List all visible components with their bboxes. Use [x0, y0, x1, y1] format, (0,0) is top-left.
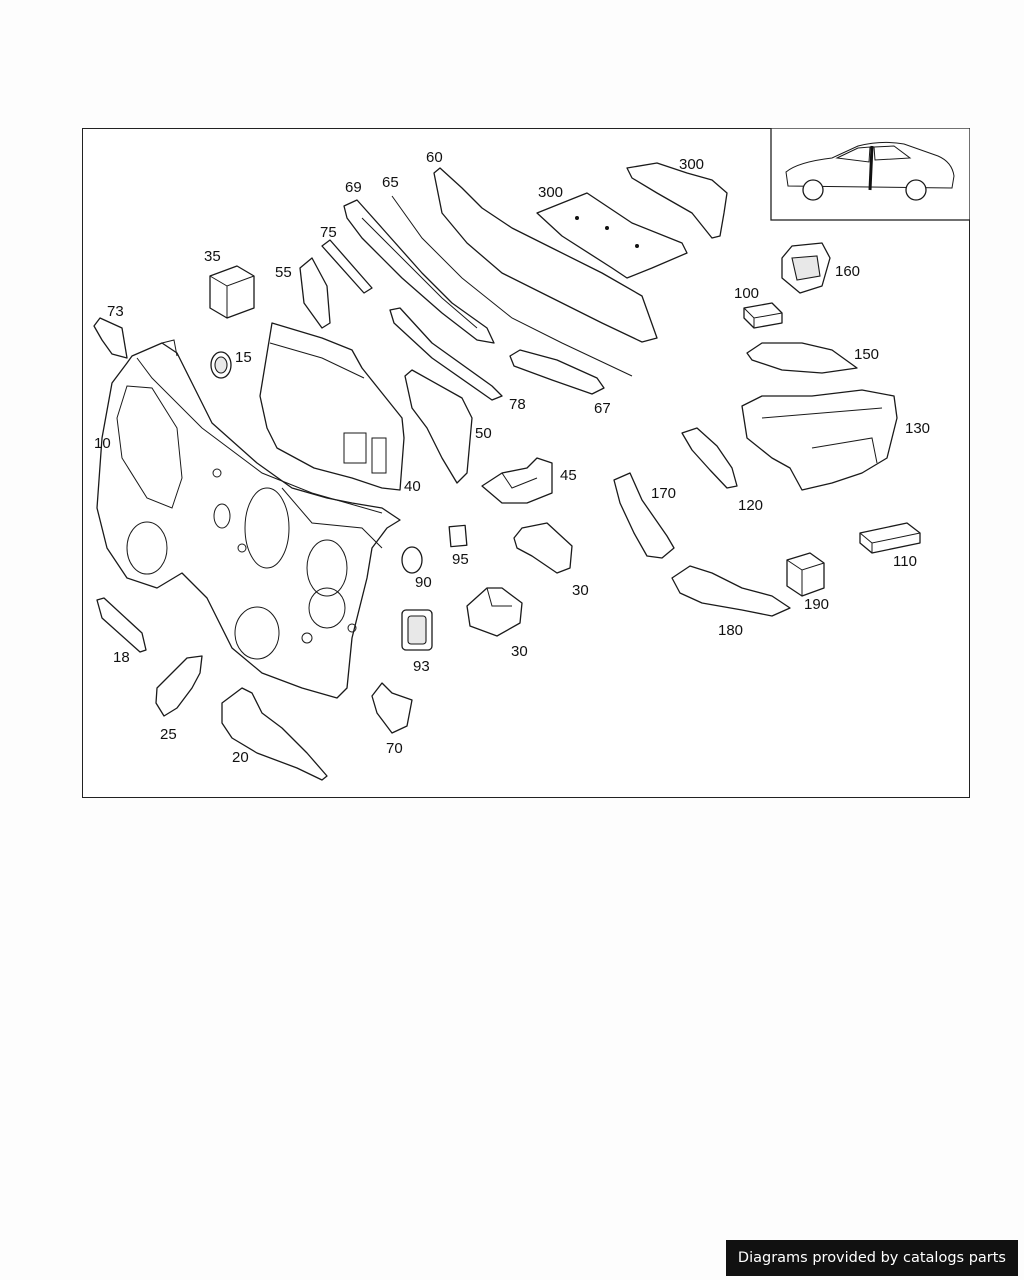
parts-diagram: 10 15 18 20 25 30 30 35 40 45 50 55 60 6…	[93, 128, 970, 781]
callout-45: 45	[560, 467, 577, 484]
callout-35: 35	[204, 248, 221, 265]
part-95-pad[interactable]	[448, 524, 468, 548]
part-73-insulator[interactable]	[93, 317, 128, 359]
callout-20: 20	[232, 749, 249, 766]
part-120-insulator[interactable]	[681, 427, 738, 489]
callout-300-right: 300	[679, 156, 704, 173]
callout-130: 130	[905, 420, 930, 437]
part-300-mat-left[interactable]	[536, 192, 688, 279]
part-30-block-lower[interactable]	[466, 587, 523, 637]
part-90-plug[interactable]	[401, 546, 423, 574]
callout-95: 95	[452, 551, 469, 568]
callout-65: 65	[382, 174, 399, 191]
part-110-block[interactable]	[859, 522, 921, 554]
part-10-dash-panel[interactable]	[96, 339, 401, 699]
part-130-insulator[interactable]	[741, 389, 898, 491]
part-30-block-upper[interactable]	[513, 522, 573, 574]
callout-170: 170	[651, 485, 676, 502]
callout-10: 10	[94, 435, 111, 452]
callout-30-lower: 30	[511, 643, 528, 660]
part-18-pad[interactable]	[96, 597, 147, 653]
callout-15: 15	[235, 349, 252, 366]
callout-75: 75	[320, 224, 337, 241]
callout-60: 60	[426, 149, 443, 166]
callout-69: 69	[345, 179, 362, 196]
callout-110: 110	[893, 553, 917, 570]
part-65-seal[interactable]	[391, 195, 633, 377]
callout-150: 150	[854, 346, 879, 363]
part-190-block[interactable]	[786, 552, 825, 597]
callout-93: 93	[413, 658, 430, 675]
part-75-strip[interactable]	[321, 239, 373, 294]
callout-100: 100	[734, 285, 759, 302]
callout-78: 78	[509, 396, 526, 413]
part-180-insulator[interactable]	[671, 565, 791, 617]
part-55-pad[interactable]	[299, 257, 331, 329]
callout-300-left: 300	[538, 184, 563, 201]
part-45-block[interactable]	[481, 457, 553, 504]
part-93-grommet[interactable]	[401, 609, 433, 651]
part-60-cover[interactable]	[433, 167, 658, 343]
part-50-bracket[interactable]	[404, 369, 473, 484]
part-150-insulator[interactable]	[746, 342, 858, 374]
part-160-bracket[interactable]	[781, 242, 831, 294]
part-170-duct[interactable]	[613, 472, 675, 559]
part-25-bracket[interactable]	[155, 655, 203, 717]
part-78-strip[interactable]	[389, 307, 503, 401]
part-100-block[interactable]	[743, 302, 783, 329]
callout-120: 120	[738, 497, 763, 514]
callout-30-upper: 30	[572, 582, 589, 599]
part-67-seal[interactable]	[509, 349, 605, 395]
part-15-grommet[interactable]	[210, 351, 232, 379]
part-35-block[interactable]	[209, 265, 255, 319]
callout-190: 190	[804, 596, 829, 613]
part-70-bracket[interactable]	[371, 682, 413, 734]
callout-50: 50	[475, 425, 492, 442]
callout-180: 180	[718, 622, 743, 639]
part-20-insulation[interactable]	[221, 687, 328, 781]
part-300-mat-right[interactable]	[626, 162, 728, 239]
callout-25: 25	[160, 726, 177, 743]
credit-badge: Diagrams provided by catalogs parts	[725, 1240, 1018, 1276]
callout-labels: 10 15 18 20 25 30 30 35 40 45 50 55 60 6…	[94, 149, 930, 766]
callout-90: 90	[415, 574, 432, 591]
part-69-cowl-panel[interactable]	[343, 199, 495, 344]
part-40-insulator[interactable]	[259, 322, 405, 491]
callout-73: 73	[107, 303, 124, 320]
callout-18: 18	[113, 649, 130, 666]
callout-55: 55	[275, 264, 292, 281]
vehicle-inset	[770, 128, 970, 221]
callout-67: 67	[594, 400, 611, 417]
callout-70: 70	[386, 740, 403, 757]
callout-160: 160	[835, 263, 860, 280]
callout-40: 40	[404, 478, 421, 495]
